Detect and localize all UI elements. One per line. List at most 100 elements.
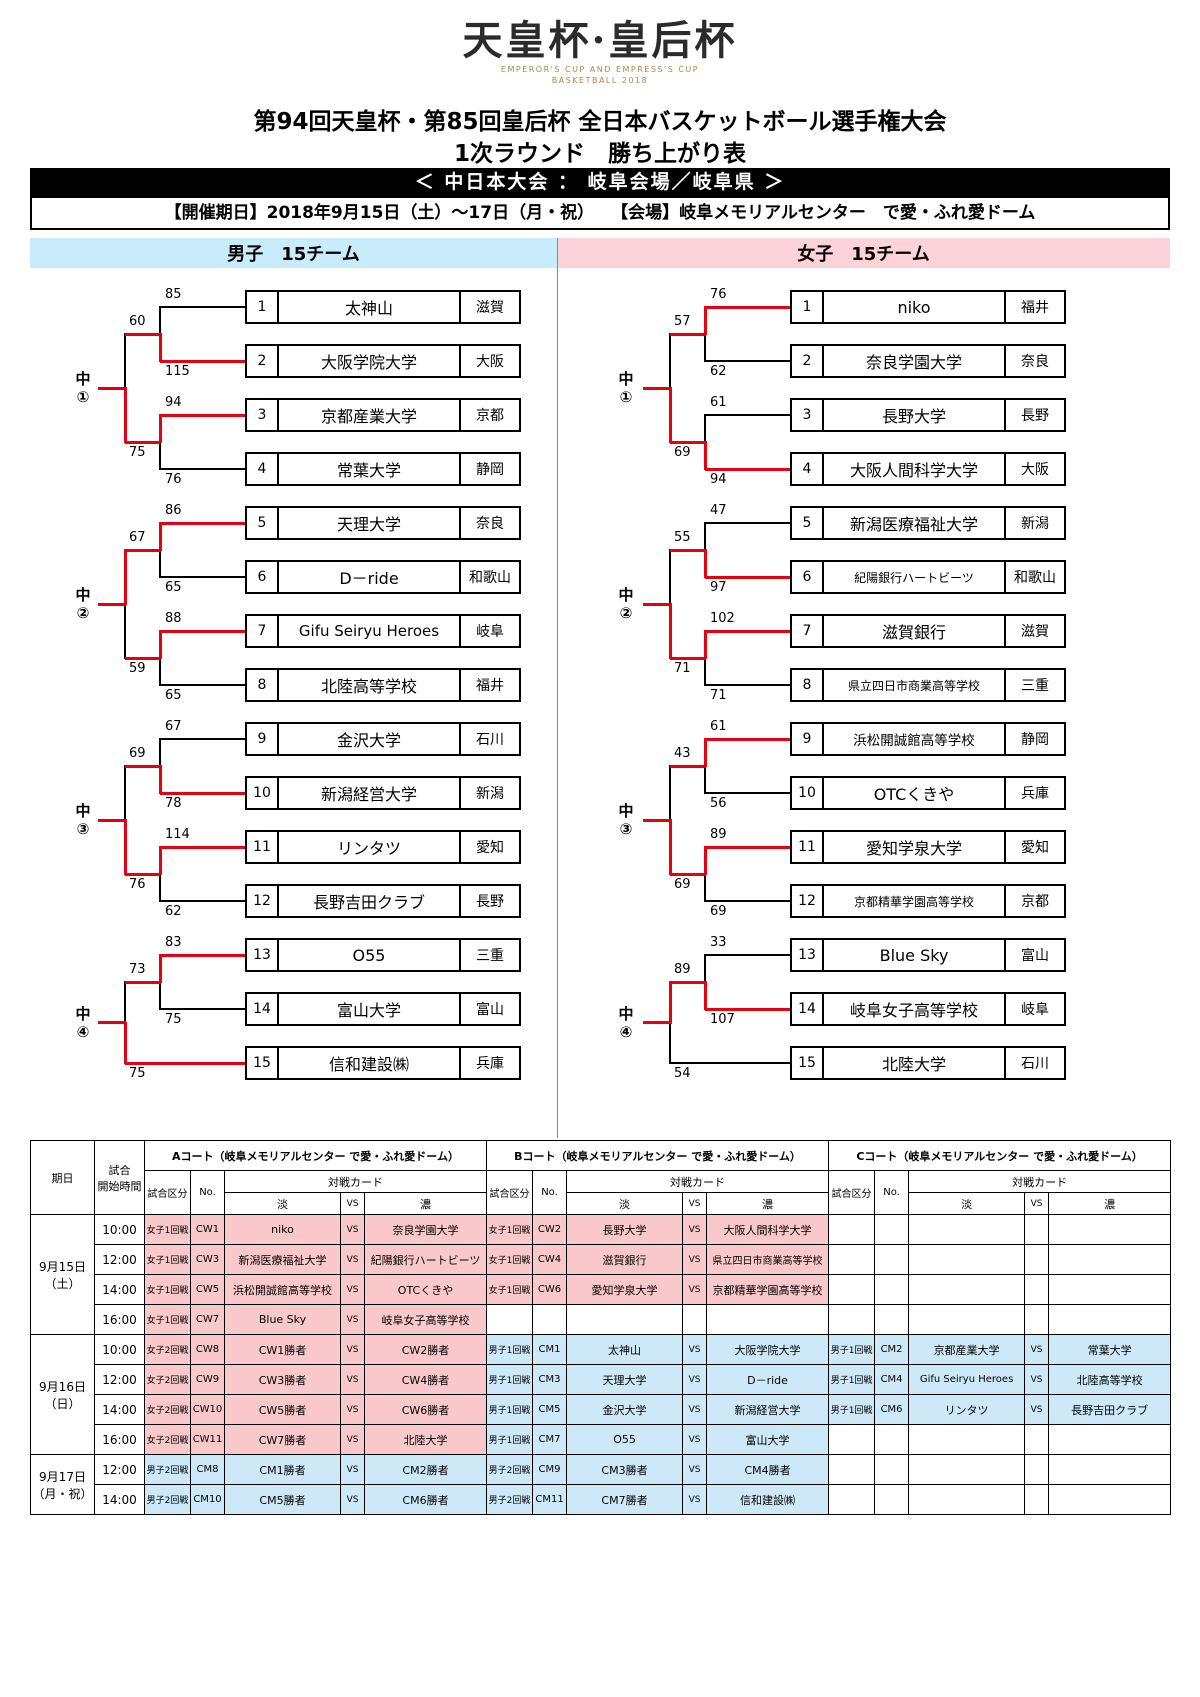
col-header-division: 試合区分 [828, 1170, 876, 1215]
division-cell: 女子1回戦 [144, 1244, 191, 1275]
team-name: 滋賀銀行 [822, 614, 1006, 648]
winner-path-line [668, 819, 672, 875]
team-dark-cell: 京都精華学園高等学校 [706, 1274, 830, 1305]
empty-cell [1024, 1304, 1050, 1335]
match-no-cell: CM3 [532, 1364, 568, 1395]
division-cell: 男子1回戦 [486, 1394, 534, 1425]
vs-cell: VS [1024, 1364, 1050, 1395]
col-header-vs: VS [340, 1192, 365, 1215]
empty-cell [874, 1304, 910, 1335]
team-name: 愛知学泉大学 [822, 830, 1006, 864]
match-no-cell: CM8 [190, 1454, 225, 1485]
team-prefecture: 奈良 [459, 506, 521, 540]
bracket-line [705, 684, 790, 686]
team-light-cell: O55 [566, 1424, 684, 1455]
empty-cell [1048, 1484, 1172, 1515]
winner-path-line [705, 629, 790, 633]
division-cell: 男子1回戦 [828, 1394, 876, 1425]
team-number: 13 [245, 938, 279, 972]
score-label: 76 [710, 287, 727, 302]
team-name: O55 [277, 938, 461, 972]
team-number: 6 [245, 560, 279, 594]
vs-cell: VS [340, 1454, 365, 1485]
winner-path-line [123, 1021, 127, 1064]
score-label: 33 [710, 935, 727, 950]
match-no-cell: CM6 [874, 1394, 910, 1425]
winner-path-line [670, 872, 705, 876]
winner-path-line [703, 846, 707, 875]
match-no-cell: CW5 [190, 1274, 225, 1305]
winner-path-line [703, 981, 707, 1010]
team-light-cell: 金沢大学 [566, 1394, 684, 1425]
logo-subtitle-1: EMPEROR'S CUP AND EMPRESS'S CUP [500, 65, 700, 74]
bracket-line [705, 522, 790, 524]
score-label: 69 [674, 877, 691, 892]
team-name: 大阪学院大学 [277, 344, 461, 378]
score-label: 94 [710, 472, 727, 487]
team-name: 新潟経営大学 [277, 776, 461, 810]
page-subtitle: 1次ラウンド 勝ち上がり表 [453, 141, 746, 167]
winner-path-line [125, 872, 160, 876]
team-name: 富山大学 [277, 992, 461, 1026]
empty-cell [706, 1304, 830, 1335]
winner-path-line [125, 440, 160, 444]
empty-cell [908, 1484, 1026, 1515]
winner-path-line [125, 764, 160, 768]
winner-path-line [158, 765, 162, 794]
logo-title: 天皇杯·皇后杯 [462, 17, 738, 64]
winner-path-line [705, 845, 790, 849]
vs-cell: VS [682, 1244, 708, 1275]
team-dark-cell: 常葉大学 [1048, 1334, 1172, 1365]
team-number: 2 [790, 344, 824, 378]
team-number: 8 [245, 668, 279, 702]
winner-path-line [643, 818, 670, 822]
vs-cell: VS [340, 1364, 365, 1395]
winner-path-line [705, 575, 790, 579]
team-light-cell: CW1勝者 [224, 1334, 341, 1365]
team-prefecture: 三重 [459, 938, 521, 972]
team-dark-cell: 北陸高等学校 [1048, 1364, 1172, 1395]
vs-cell: VS [1024, 1394, 1050, 1425]
score-label: 107 [710, 1012, 735, 1027]
winner-path-line [98, 818, 125, 822]
division-cell: 女子2回戦 [144, 1334, 191, 1365]
col-header-light: 淡 [566, 1192, 684, 1215]
winner-path-line [158, 522, 162, 551]
time-cell: 14:00 [94, 1484, 145, 1515]
col-header-dark: 濃 [1048, 1192, 1172, 1215]
team-number: 4 [245, 452, 279, 486]
team-light-cell: CM7勝者 [566, 1484, 684, 1515]
score-label: 76 [129, 877, 146, 892]
team-light-cell: CW3勝者 [224, 1364, 341, 1395]
round-marker: 中 ③ [75, 802, 91, 838]
winner-path-line [705, 467, 790, 471]
division-cell: 男子2回戦 [144, 1484, 191, 1515]
empty-cell [1024, 1484, 1050, 1515]
col-header-division: 試合区分 [486, 1170, 534, 1215]
empty-cell [682, 1304, 708, 1335]
empty-cell [1024, 1454, 1050, 1485]
team-number: 13 [790, 938, 824, 972]
team-number: 7 [245, 614, 279, 648]
match-no-cell: CW6 [532, 1274, 568, 1305]
team-light-cell: CW5勝者 [224, 1394, 341, 1425]
winner-path-line [670, 332, 705, 336]
score-label: 71 [710, 688, 727, 703]
division-cell: 男子1回戦 [828, 1364, 876, 1395]
team-dark-cell: D－ride [706, 1364, 830, 1395]
winner-path-line [705, 737, 790, 741]
col-header-date: 期日 [30, 1140, 95, 1215]
empty-cell [908, 1454, 1026, 1485]
team-light-cell: Blue Sky [224, 1304, 341, 1335]
team-light-cell: Gifu Seiryu Heroes [908, 1364, 1026, 1395]
score-label: 89 [710, 827, 727, 842]
